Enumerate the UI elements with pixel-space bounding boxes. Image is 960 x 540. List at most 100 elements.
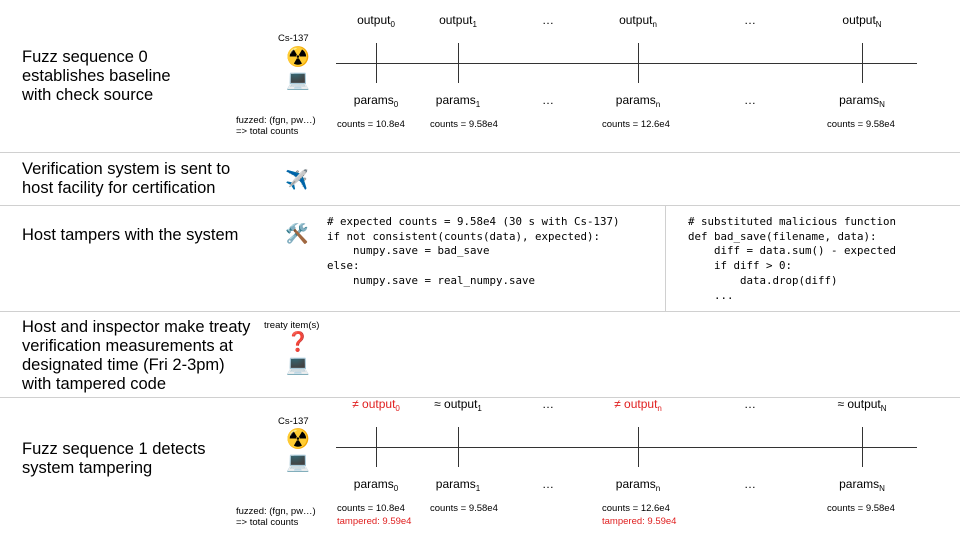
output-label: … <box>744 397 756 411</box>
param-text: params <box>615 477 656 491</box>
param-subscript: 0 <box>393 484 399 493</box>
laptop-icon: 💻 <box>286 452 310 473</box>
output-text: … <box>542 397 554 411</box>
row-label-fuzz0: Fuzz sequence 0 establishes baseline wit… <box>22 48 171 104</box>
source-label: Cs-137 <box>278 33 309 44</box>
output-prefix: ≈ <box>837 397 848 411</box>
param-text: params <box>839 93 880 107</box>
output-text: output <box>357 13 391 27</box>
radiation-icon: ☢️ <box>286 429 310 450</box>
param-label: params0 <box>354 93 398 109</box>
param-text: params <box>839 477 880 491</box>
param-subscript: N <box>879 100 885 109</box>
output-label: ≠ output0 <box>352 397 400 413</box>
output-text: output <box>624 397 658 411</box>
param-text: … <box>744 477 756 491</box>
counts-label: counts = 12.6e4 <box>602 119 670 130</box>
param-text: params <box>353 93 394 107</box>
param-label: … <box>744 93 756 107</box>
counts-label: counts = 12.6e4 <box>602 503 670 514</box>
tampered-counts-label: tampered: 9.59e4 <box>337 516 412 527</box>
output-label: … <box>744 13 756 27</box>
output-label: outputN <box>842 13 881 29</box>
row-label-tamper: Host tampers with the system <box>22 226 239 244</box>
radiation-icon: ☢️ <box>286 47 310 68</box>
param-label: params1 <box>436 93 480 109</box>
param-label: … <box>542 477 554 491</box>
row-label-measure: Host and inspector make treaty verificat… <box>22 318 251 393</box>
output-subscript: n <box>657 404 662 413</box>
timeline-tick <box>458 43 459 83</box>
divider-1 <box>0 152 960 153</box>
output-label: … <box>542 397 554 411</box>
airplane-icon: ✈️ <box>285 170 309 191</box>
param-subscript: 1 <box>475 484 481 493</box>
param-label: paramsn <box>616 93 660 109</box>
counts-label: counts = 10.8e4 <box>337 119 405 130</box>
output-label: outputn <box>619 13 657 29</box>
output-text: … <box>744 13 756 27</box>
code-divider <box>665 205 666 311</box>
counts-label: counts = 10.8e4 <box>337 503 405 514</box>
param-label: params0 <box>354 477 398 493</box>
output-subscript: n <box>652 20 657 29</box>
timeline-tick <box>638 43 639 83</box>
param-label: … <box>542 93 554 107</box>
output-text: output <box>619 13 653 27</box>
output-label: ≠ outputn <box>614 397 662 413</box>
param-subscript: 1 <box>475 100 481 109</box>
laptop-icon: 💻 <box>286 70 310 91</box>
question-icon: ❓ <box>286 332 310 353</box>
output-label: output0 <box>357 13 395 29</box>
output-text: output <box>439 13 473 27</box>
param-text: params <box>435 477 476 491</box>
output-text: output <box>847 397 881 411</box>
param-label: paramsn <box>616 477 660 493</box>
output-label: ≈ output1 <box>434 397 482 413</box>
output-subscript: N <box>875 20 882 29</box>
fuzzed-note: fuzzed: (fgn, pw…) => total counts <box>236 115 316 137</box>
counts-label: counts = 9.58e4 <box>827 119 895 130</box>
output-subscript: 0 <box>395 404 400 413</box>
fuzzed-note: fuzzed: (fgn, pw…) => total counts <box>236 506 316 528</box>
timeline-tick <box>862 43 863 83</box>
timeline-line <box>336 447 917 448</box>
counts-label: counts = 9.58e4 <box>430 503 498 514</box>
source-label: Cs-137 <box>278 416 309 427</box>
output-label: output1 <box>439 13 477 29</box>
row-label-shipped: Verification system is sent to host faci… <box>22 160 231 197</box>
timeline-tick <box>376 427 377 467</box>
timeline-tick <box>638 427 639 467</box>
param-label: paramsN <box>839 477 885 493</box>
output-text: … <box>744 397 756 411</box>
output-text: output <box>842 13 876 27</box>
output-prefix: ≈ <box>434 397 445 411</box>
param-label: … <box>744 477 756 491</box>
divider-4 <box>0 397 960 398</box>
code-block-malicious-function: # substituted malicious function def bad… <box>688 215 897 302</box>
tools-icon: 🛠️ <box>285 224 309 245</box>
timeline-tick <box>376 43 377 83</box>
param-subscript: N <box>879 484 885 493</box>
output-text: output <box>362 397 396 411</box>
param-subscript: n <box>655 484 661 493</box>
output-label: ≈ outputN <box>837 397 886 413</box>
output-subscript: 1 <box>472 20 477 29</box>
param-subscript: 0 <box>393 100 399 109</box>
divider-3 <box>0 311 960 312</box>
laptop-icon: 💻 <box>286 355 310 376</box>
output-subscript: 1 <box>477 404 482 413</box>
timeline-line <box>336 63 917 64</box>
param-text: … <box>744 93 756 107</box>
treaty-label: treaty item(s) <box>264 320 320 331</box>
output-prefix: ≠ <box>352 397 363 411</box>
param-label: params1 <box>436 477 480 493</box>
output-prefix: ≠ <box>614 397 625 411</box>
param-text: … <box>542 477 554 491</box>
param-text: params <box>435 93 476 107</box>
param-text: params <box>615 93 656 107</box>
output-text: output <box>444 397 478 411</box>
divider-2 <box>0 205 960 206</box>
output-subscript: 0 <box>390 20 395 29</box>
timeline-tick <box>458 427 459 467</box>
